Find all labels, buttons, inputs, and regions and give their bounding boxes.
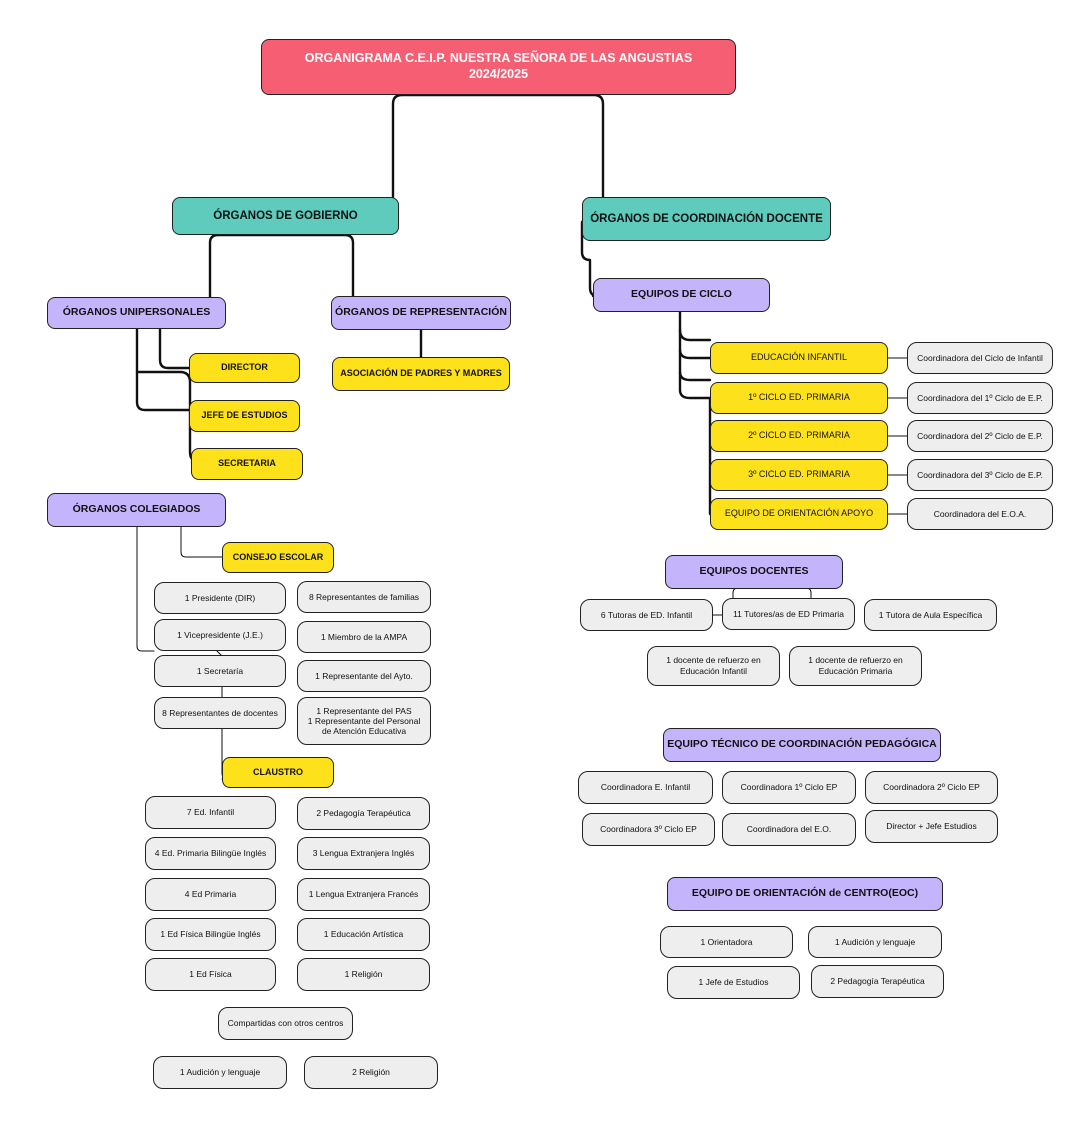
equipos-docentes-box: EQUIPOS DOCENTES bbox=[665, 555, 843, 589]
etcp-item: Coordinadora E. Infantil bbox=[578, 771, 713, 804]
eoc-item: 1 Orientadora bbox=[660, 926, 793, 958]
secretaria-box: SECRETARIA bbox=[191, 448, 303, 480]
ciclo-box: EQUIPO DE ORIENTACIÓN APOYO bbox=[710, 498, 888, 530]
ciclo-box: 2º CICLO ED. PRIMARIA bbox=[710, 420, 888, 452]
consejo-escolar-box: CONSEJO ESCOLAR bbox=[222, 542, 334, 573]
consejo-item: 8 Representantes de docentes bbox=[154, 697, 286, 729]
eoc-box: EQUIPO DE ORIENTACIÓN de CENTRO(EOC) bbox=[667, 877, 943, 911]
claustro-item: 1 Lengua Extranjera Francés bbox=[297, 878, 430, 911]
organos-colegiados-box: ÓRGANOS COLEGIADOS bbox=[47, 493, 226, 527]
consejo-item: 1 Representante del Ayto. bbox=[297, 660, 431, 692]
refuerzo-primaria-box: 1 docente de refuerzo en Educación Prima… bbox=[789, 646, 922, 686]
asociacion-padres-box: ASOCIACIÓN DE PADRES Y MADRES bbox=[332, 357, 510, 391]
equipos-docentes-item: 1 Tutora de Aula Específica bbox=[864, 599, 997, 631]
equipos-docentes-item: 6 Tutoras de ED. Infantil bbox=[580, 599, 713, 631]
coordinadora-box: Coordinadora del 1º Ciclo de E.P. bbox=[907, 382, 1053, 414]
claustro-item: 4 Ed Primaria bbox=[145, 878, 276, 911]
refuerzo-line: Educación Primaria bbox=[818, 666, 893, 676]
director-box: DIRECTOR bbox=[189, 353, 300, 383]
coordinadora-box: Coordinadora del 3º Ciclo de E.P. bbox=[907, 459, 1053, 491]
pas-line: 1 Representante del Personal bbox=[307, 715, 421, 726]
consejo-item: 1 Presidente (DIR) bbox=[154, 582, 286, 614]
jefe-estudios-box: JEFE DE ESTUDIOS bbox=[189, 400, 300, 432]
claustro-item: 4 Ed. Primaria Bilingüe Inglés bbox=[145, 837, 276, 870]
claustro-box: CLAUSTRO bbox=[222, 757, 334, 788]
title-line2: 2024/2025 bbox=[468, 67, 529, 81]
consejo-item-pas: 1 Representante del PAS 1 Representante … bbox=[297, 697, 431, 745]
refuerzo-line: 1 docente de refuerzo en bbox=[808, 655, 903, 666]
eoc-item: 1 Jefe de Estudios bbox=[667, 966, 800, 999]
ciclo-box: 3º CICLO ED. PRIMARIA bbox=[710, 459, 888, 491]
ciclo-box: EDUCACIÓN INFANTIL bbox=[710, 342, 888, 374]
claustro-item: 3 Lengua Extranjera Inglés bbox=[297, 837, 430, 870]
etcp-item: Coordinadora 1º Ciclo EP bbox=[722, 771, 856, 804]
etcp-item: Coordinadora 3º Ciclo EP bbox=[582, 813, 715, 846]
claustro-item: 1 Religión bbox=[297, 958, 430, 991]
claustro-item: 2 Pedagogía Terapéutica bbox=[297, 797, 430, 830]
organos-coordinacion-box: ÓRGANOS DE COORDINACIÓN DOCENTE bbox=[582, 197, 831, 241]
refuerzo-line: 1 docente de refuerzo en bbox=[666, 655, 761, 666]
coordinadora-box: Coordinadora del E.O.A. bbox=[907, 498, 1053, 530]
organos-gobierno-box: ÓRGANOS DE GOBIERNO bbox=[172, 197, 399, 235]
ciclo-box: 1º CICLO ED. PRIMARIA bbox=[710, 382, 888, 414]
compartidas-box: Compartidas con otros centros bbox=[218, 1007, 353, 1040]
etcp-item: Director + Jefe Estudios bbox=[865, 810, 998, 843]
organos-unipersonales-box: ÓRGANOS UNIPERSONALES bbox=[47, 297, 226, 329]
claustro-item: 1 Educación Artística bbox=[297, 918, 430, 951]
eoc-item: 2 Pedagogía Terapéutica bbox=[811, 965, 944, 998]
consejo-item: 1 Vicepresidente (J.E.) bbox=[154, 619, 286, 651]
consejo-item: 1 Secretaría bbox=[154, 655, 286, 687]
etcp-box: EQUIPO TÉCNICO DE COORDINACIÓN PEDAGÓGIC… bbox=[663, 728, 941, 762]
page-title: ORGANIGRAMA C.E.I.P. NUESTRA SEÑORA DE L… bbox=[261, 39, 736, 95]
title-line1: ORGANIGRAMA C.E.I.P. NUESTRA SEÑORA DE L… bbox=[304, 51, 693, 66]
claustro-item: 7 Ed. Infantil bbox=[145, 796, 276, 829]
pas-line: de Atención Educativa bbox=[321, 726, 407, 737]
claustro-item: 1 Ed Física bbox=[145, 958, 276, 991]
pas-line: 1 Representante del PAS bbox=[316, 705, 412, 716]
coordinadora-box: Coordinadora del 2º Ciclo de E.P. bbox=[907, 420, 1053, 452]
compartidas-item: 2 Religión bbox=[304, 1056, 438, 1089]
claustro-item: 1 Ed Física Bilingüe Inglés bbox=[145, 918, 276, 951]
etcp-item: Coordinadora 2º Ciclo EP bbox=[865, 771, 998, 804]
etcp-item: Coordinadora del E.O. bbox=[722, 813, 856, 846]
equipos-ciclo-box: EQUIPOS DE CICLO bbox=[593, 278, 770, 312]
equipos-docentes-item: 11 Tutores/as de ED Primaria bbox=[722, 598, 855, 630]
refuerzo-infantil-box: 1 docente de refuerzo en Educación Infan… bbox=[647, 646, 780, 686]
consejo-item: 1 Miembro de la AMPA bbox=[297, 621, 431, 653]
consejo-item: 8 Representantes de familias bbox=[297, 581, 431, 613]
eoc-item: 1 Audición y lenguaje bbox=[808, 926, 942, 958]
compartidas-item: 1 Audición y lenguaje bbox=[153, 1056, 287, 1089]
organos-representacion-box: ÓRGANOS DE REPRESENTACIÓN bbox=[331, 296, 511, 330]
coordinadora-box: Coordinadora del Ciclo de Infantil bbox=[907, 342, 1053, 374]
refuerzo-line: Educación Infantil bbox=[679, 666, 748, 676]
